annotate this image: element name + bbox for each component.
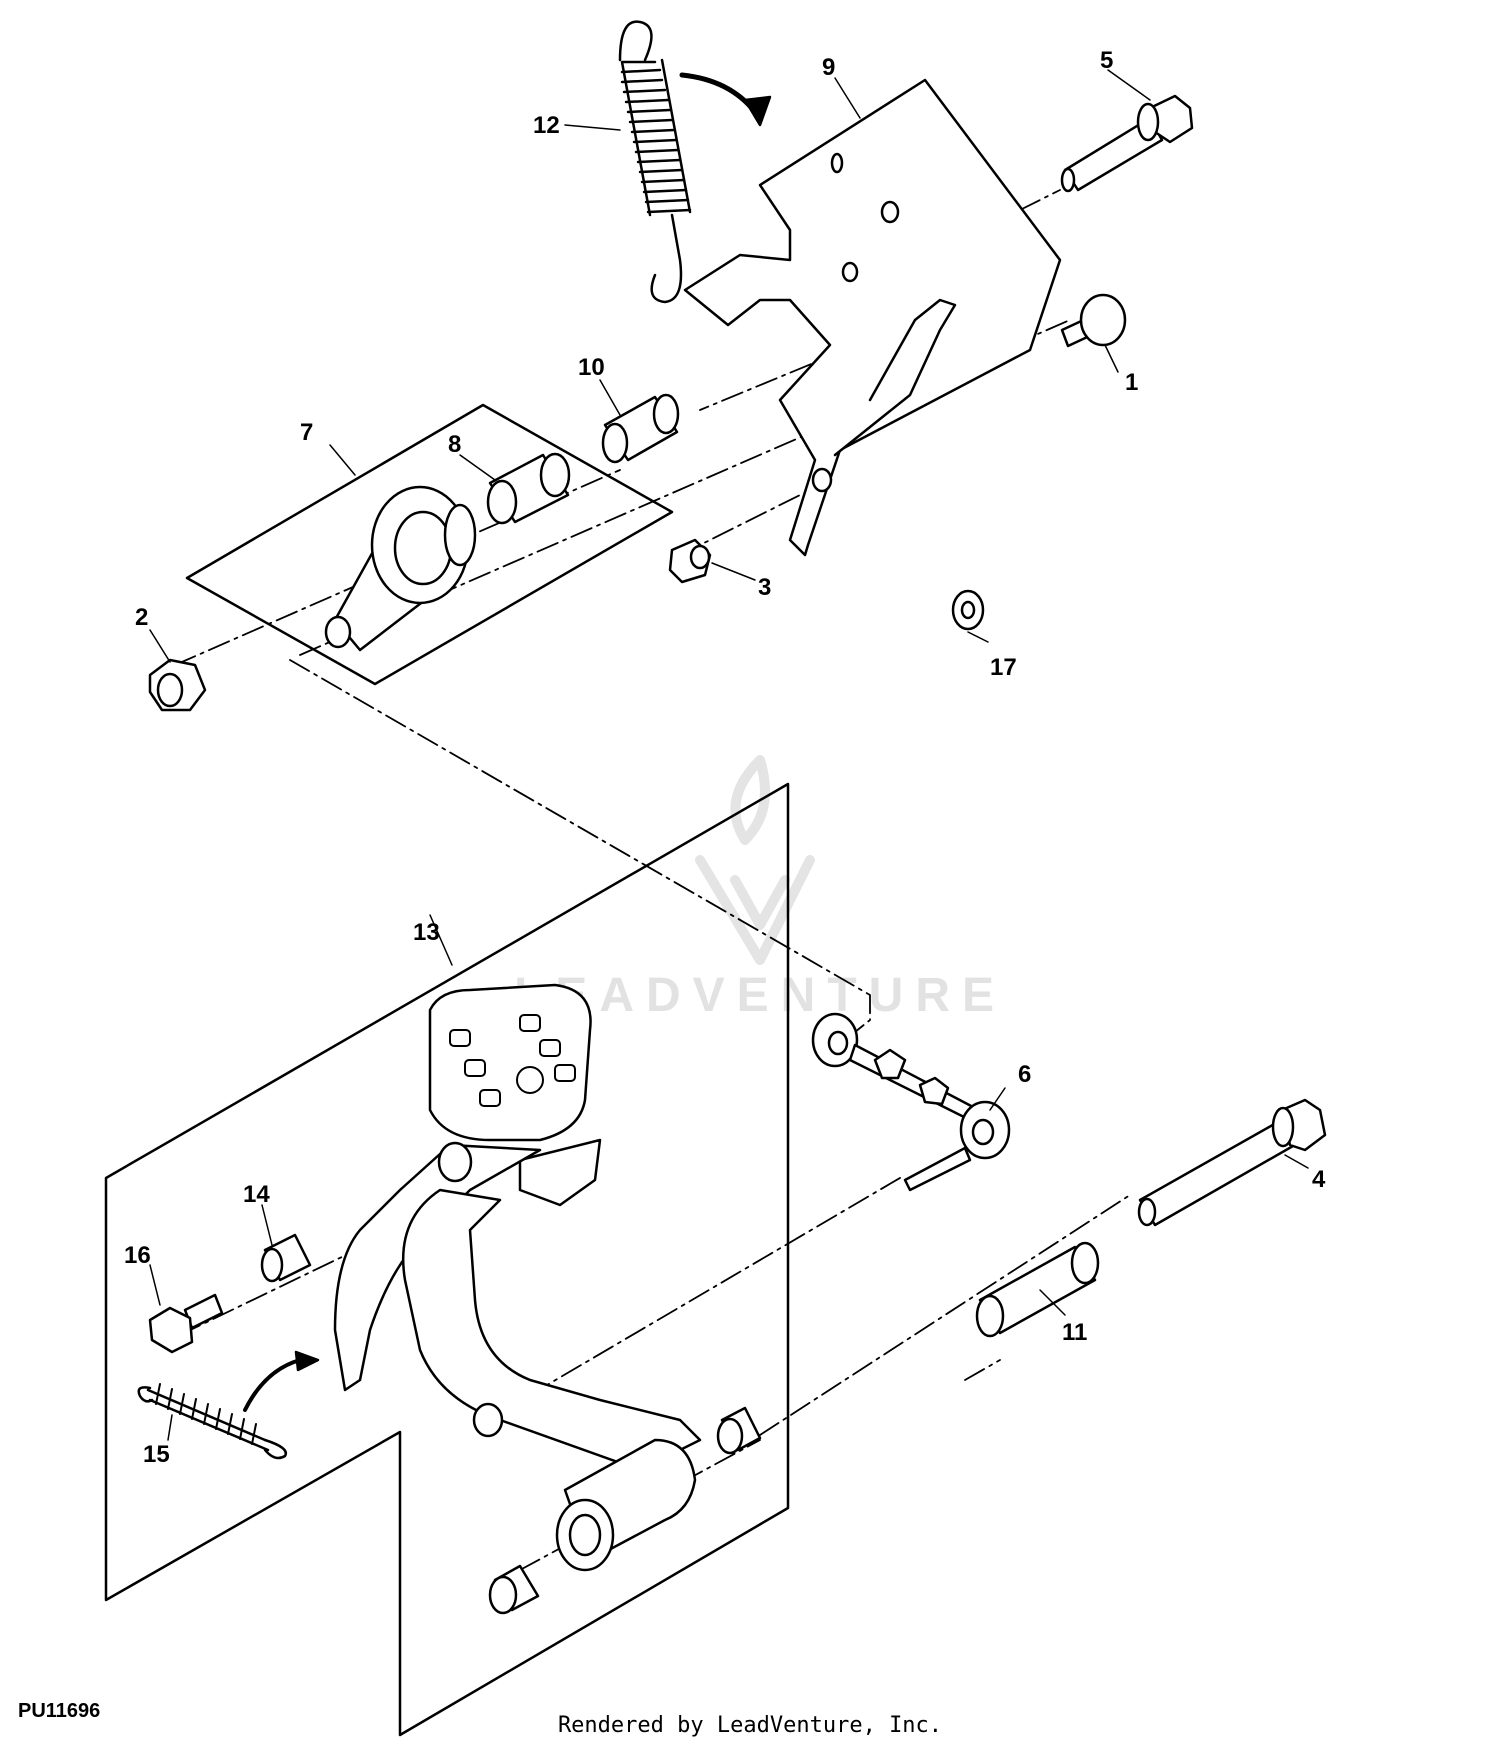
callout-3: 3 (758, 574, 771, 601)
callout-4: 4 (1312, 1166, 1326, 1193)
part-17-washer (951, 589, 985, 631)
part-11-spacer-sleeve (975, 1241, 1100, 1338)
part-1-clevis-pin (1060, 293, 1127, 348)
part-5-flange-bolt (1060, 94, 1194, 193)
watermark-logo (695, 755, 815, 965)
rotation-arrow-icon (679, 72, 772, 127)
part-15-return-spring (137, 1383, 288, 1460)
part-4-hex-bolt (1137, 1098, 1327, 1227)
part-13-brake-pedal (333, 983, 702, 1572)
callout-6: 6 (1018, 1061, 1031, 1088)
part-14-bushing (260, 1233, 312, 1283)
callout-14: 14 (243, 1181, 270, 1208)
callout-17: 17 (990, 654, 1017, 681)
callout-labels: 1 2 3 4 5 6 7 8 9 10 11 12 13 14 15 16 1… (124, 47, 1326, 1468)
callout-leaders (149, 69, 1309, 1441)
part-7-pivot-arm (324, 485, 477, 652)
callout-13: 13 (413, 919, 440, 946)
callout-5: 5 (1100, 47, 1113, 74)
part-3-lock-nut (668, 538, 712, 584)
part-6-adjustable-link (811, 1012, 1011, 1192)
part-8-bushing (486, 452, 571, 525)
assembly-panel-13 (104, 782, 790, 1737)
callout-8: 8 (448, 431, 461, 458)
watermark-text: LEADVENTURE (513, 969, 1007, 1022)
part-2-flange-nut (148, 658, 207, 712)
rotation-arrow-icon (243, 1350, 320, 1412)
part-9-pedal-bracket (683, 78, 1062, 557)
callout-10: 10 (578, 354, 605, 381)
callout-7: 7 (300, 419, 313, 446)
callout-1: 1 (1125, 369, 1138, 396)
callout-2: 2 (135, 604, 148, 631)
callout-16: 16 (124, 1242, 151, 1269)
part-16-flange-bolt (148, 1293, 224, 1354)
pedal-pivot-bushings (488, 1406, 762, 1615)
callout-15: 15 (143, 1441, 170, 1468)
figure-id: PU11696 (18, 1700, 101, 1722)
part-10-bushing (601, 393, 680, 464)
callout-11: 11 (1062, 1319, 1087, 1346)
render-credit: Rendered by LeadVenture, Inc. (557, 1713, 943, 1738)
part-12-extension-spring (618, 20, 692, 304)
callout-9: 9 (822, 54, 835, 81)
callout-12: 12 (533, 112, 560, 139)
